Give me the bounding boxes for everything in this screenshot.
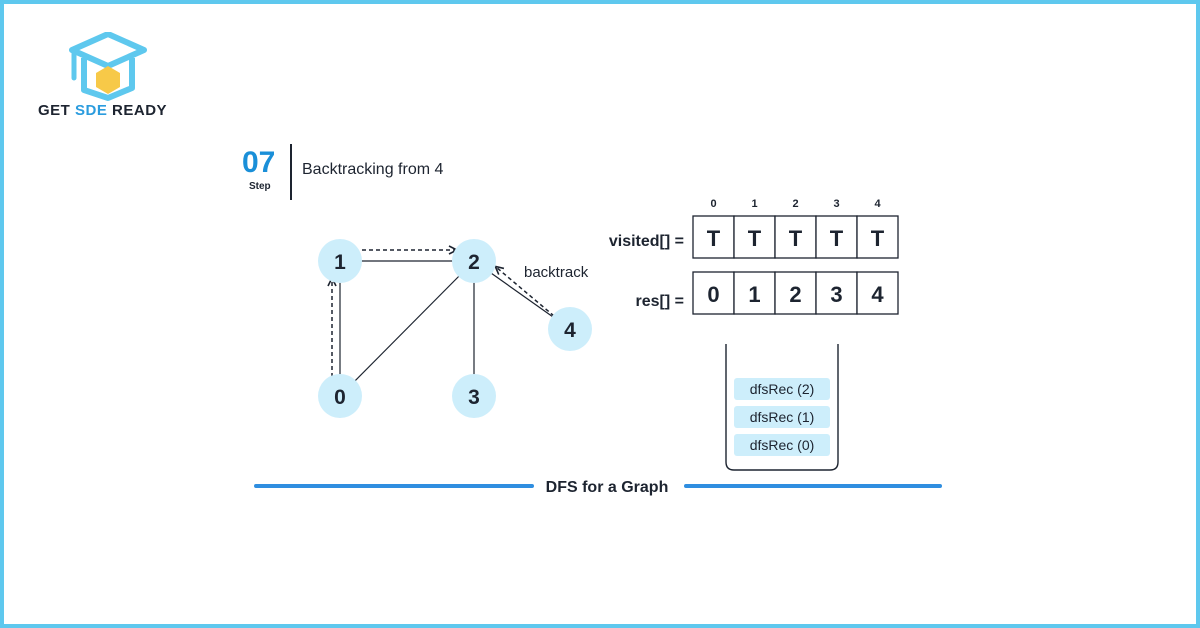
visited-cell-2 xyxy=(774,215,817,259)
res-cell-2 xyxy=(774,271,817,315)
array-index-1: 1 xyxy=(751,198,757,210)
res-cell-4 xyxy=(856,271,899,315)
node-4 xyxy=(548,307,592,351)
visited-value-3: T xyxy=(830,226,844,251)
node-3 xyxy=(452,374,496,418)
visited-value-2: T xyxy=(789,226,803,251)
graph-edges xyxy=(339,260,571,397)
call-stack-container xyxy=(725,344,839,471)
diagram-caption: DFS for a Graph xyxy=(546,479,669,496)
stack-frame-label-0: dfsRec (2) xyxy=(750,381,815,397)
array-index-3: 3 xyxy=(833,198,839,210)
visited-array-label: visited[] = xyxy=(609,233,684,250)
res-value-1: 1 xyxy=(748,282,760,307)
visited-cell-4 xyxy=(856,215,899,259)
node-2 xyxy=(452,239,496,283)
visited-value-4: T xyxy=(871,226,885,251)
step-number: 07 xyxy=(242,146,276,179)
step-word: Step xyxy=(249,181,271,192)
res-value-0: 0 xyxy=(707,282,719,307)
visited-value-0: T xyxy=(707,226,721,251)
graph-nodes: 0 1 2 3 4 xyxy=(318,239,592,418)
backtrack-label: backtrack xyxy=(524,264,589,281)
node-label-0: 0 xyxy=(334,386,346,409)
res-cell-1 xyxy=(733,271,776,315)
res-cell-0 xyxy=(692,271,735,315)
stack-frame-label-2: dfsRec (0) xyxy=(750,437,815,453)
stack-frame-2 xyxy=(734,434,830,456)
node-0 xyxy=(318,374,362,418)
array-index-0: 0 xyxy=(710,198,716,210)
res-array: 0 1 2 3 4 xyxy=(692,271,899,315)
step-divider xyxy=(290,144,292,200)
res-value-3: 3 xyxy=(830,282,842,307)
node-label-3: 3 xyxy=(468,386,480,409)
traversal-arrow-4-2 xyxy=(496,267,555,317)
brand-logo: GET SDE READY xyxy=(34,31,184,122)
brand-name: GET SDE READY xyxy=(38,102,168,119)
visited-cell-1 xyxy=(733,215,776,259)
res-array-label: res[] = xyxy=(636,293,684,310)
call-stack: dfsRec (2) dfsRec (1) dfsRec (0) xyxy=(734,378,830,456)
node-label-4: 4 xyxy=(564,319,576,342)
res-value-4: 4 xyxy=(871,282,884,307)
node-label-2: 2 xyxy=(468,251,480,274)
res-cell-3 xyxy=(815,271,858,315)
array-index-4: 4 xyxy=(874,198,881,210)
edge-0-2 xyxy=(339,260,475,397)
traversal-arrows xyxy=(332,250,555,384)
array-indices: 0 1 2 3 4 xyxy=(710,198,881,210)
array-index-2: 2 xyxy=(792,198,798,210)
node-label-1: 1 xyxy=(334,251,346,274)
graduation-cap-hexagon-icon xyxy=(69,31,147,101)
stack-frame-1 xyxy=(734,406,830,428)
step-title: Backtracking from 4 xyxy=(302,161,444,178)
res-value-2: 2 xyxy=(789,282,801,307)
node-1 xyxy=(318,239,362,283)
visited-cell-0 xyxy=(692,215,735,259)
stack-frame-label-1: dfsRec (1) xyxy=(750,409,815,425)
stack-frame-0 xyxy=(734,378,830,400)
visited-value-1: T xyxy=(748,226,762,251)
